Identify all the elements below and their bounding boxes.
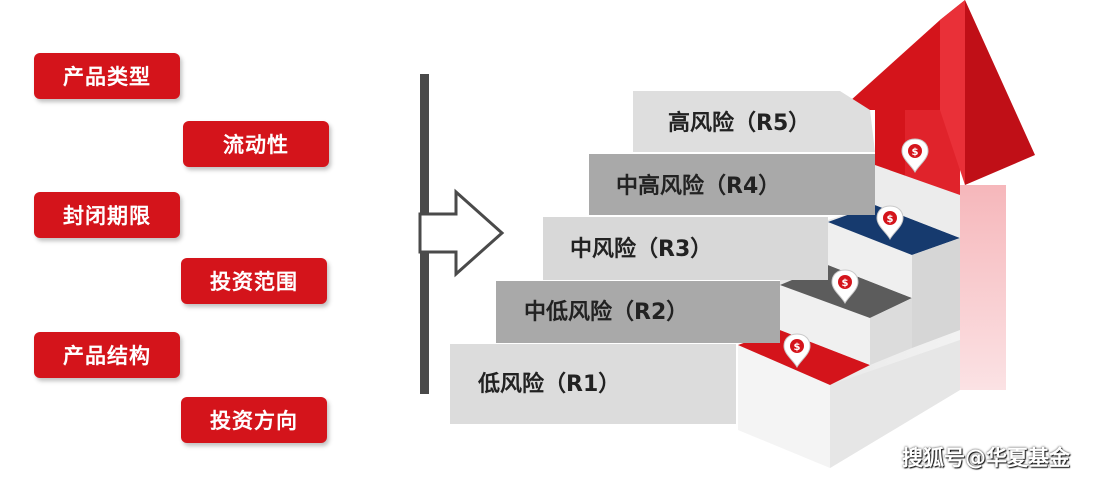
factor-label: 流动性 <box>223 133 289 157</box>
factor-product-structure: 产品结构 <box>34 332 180 378</box>
risk-step-r1: 低风险（R1） <box>450 344 736 424</box>
factor-lockup-period: 封闭期限 <box>34 192 180 238</box>
risk-label: 中风险（R3） <box>570 236 712 262</box>
factor-label: 投资方向 <box>210 409 298 433</box>
risk-label: 中低风险（R2） <box>524 299 688 325</box>
factor-investment-direction: 投资方向 <box>181 397 327 443</box>
risk-step-r5: 高风险（R5） <box>633 91 875 152</box>
factor-liquidity: 流动性 <box>183 121 329 167</box>
risk-step-r4: 中高风险（R4） <box>589 154 875 215</box>
factor-label: 封闭期限 <box>63 204 151 228</box>
factor-label: 投资范围 <box>210 270 298 294</box>
factor-product-type: 产品类型 <box>34 53 180 99</box>
bracket-connector <box>420 74 429 394</box>
risk-step-r2: 中低风险（R2） <box>496 281 780 343</box>
factor-label: 产品类型 <box>63 65 151 89</box>
watermark: 搜狐号@华夏基金 <box>902 446 1070 470</box>
factor-label: 产品结构 <box>63 344 151 368</box>
risk-label: 高风险（R5） <box>668 110 810 136</box>
factor-investment-scope: 投资范围 <box>181 258 327 304</box>
risk-step-r3: 中风险（R3） <box>543 217 828 280</box>
right-arrow-icon <box>418 188 505 278</box>
risk-label: 中高风险（R4） <box>616 173 780 199</box>
risk-label: 低风险（R1） <box>477 371 620 397</box>
